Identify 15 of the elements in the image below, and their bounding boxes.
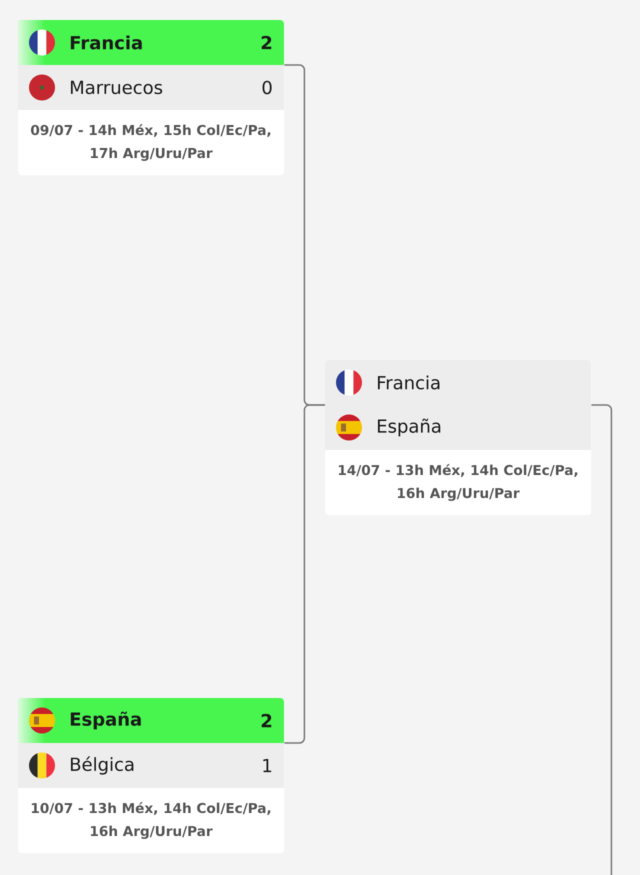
score: 2: [262, 36, 272, 50]
team-name: Bélgica: [70, 756, 134, 775]
team-name: Francia: [378, 376, 440, 390]
match-time: 10/07 - 13h Méx, 14h Col/Ec/Pa, 16h Arg/Uru/Par: [32, 802, 270, 839]
team-name: España: [378, 418, 440, 436]
connector-line: [284, 404, 325, 744]
match-time: 14/07 - 13h Méx, 14h Col/Ec/Pa, 16h Arg/Uru/Par: [338, 464, 578, 501]
team-name: Marruecos: [70, 80, 162, 94]
team-name: España: [70, 712, 141, 730]
team-name: Francia: [70, 36, 142, 50]
score: 0: [262, 80, 272, 94]
connector-line: [591, 404, 612, 875]
score: 2: [262, 714, 272, 728]
match-time: 09/07 - 14h Méx, 15h Col/Ec/Pa, 17h Arg/Uru/Par: [31, 124, 270, 161]
score: 1: [263, 758, 272, 772]
